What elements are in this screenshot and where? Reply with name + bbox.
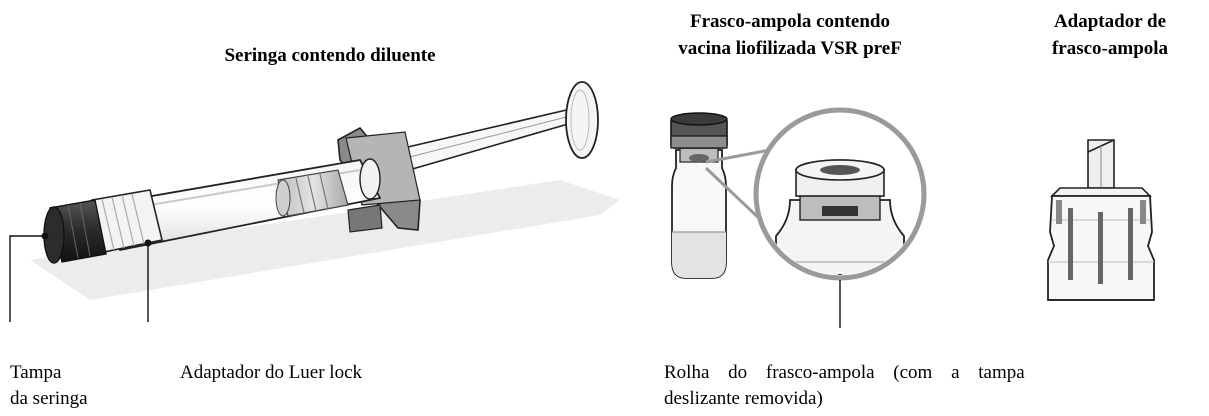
vial-stopper-detail: [775, 159, 905, 275]
adapter-heading-line1: Adaptador de: [1053, 11, 1167, 32]
syringe-cap-label-line1: Tampa: [10, 362, 62, 383]
syringe-illustration: [9, 81, 620, 322]
plunger-rod: [393, 107, 584, 173]
syringe-cap: [41, 199, 107, 264]
vial-stopper-label: Rolha do frasco-ampola (com a tampa desl…: [664, 360, 1189, 412]
luer-lock-label: Adaptador do Luer lock: [180, 362, 363, 383]
vial-stopper-label-line1: Rolha do frasco-ampola (com a tampa: [664, 362, 1025, 383]
adapter-heading-line2: frasco-ampola: [1051, 38, 1169, 59]
adapter-heading: Adaptador de frasco-ampola: [1000, 8, 1209, 62]
vial-illustration: [670, 107, 927, 328]
syringe-cap-leader: [9, 235, 45, 322]
syringe-heading: Seringa contendo diluente: [224, 45, 436, 66]
syringe-cap-label: Tampa da seringa: [10, 360, 88, 412]
plunger-thumb-press: [565, 81, 599, 159]
vial-heading: Frasco-ampola contendo vacina liofilizad…: [640, 8, 940, 62]
syringe-cap-label-line2: da seringa: [10, 388, 88, 409]
syringe-shadow: [30, 180, 620, 300]
vial-heading-line1: Frasco-ampola contendo: [689, 11, 890, 32]
vial-stopper-label-line2: deslizante removida): [664, 388, 823, 409]
vial-adapter-illustration: [1047, 139, 1155, 301]
plunger-stopper: [275, 169, 349, 217]
vial-heading-line2: vacina liofilizada VSR preF: [678, 38, 902, 59]
